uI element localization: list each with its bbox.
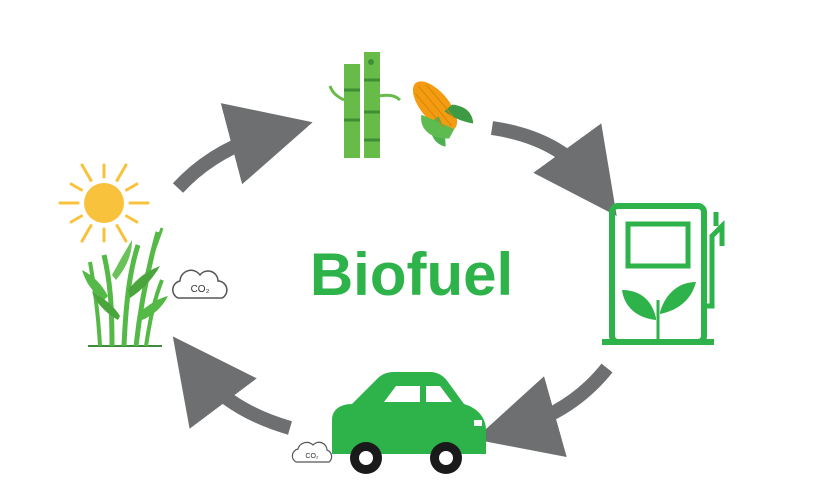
sun-ray — [80, 224, 93, 243]
corn-icon — [412, 81, 474, 147]
sun-icon — [58, 163, 150, 243]
co2-cloud-icon: CO₂ — [172, 269, 228, 299]
car-icon — [332, 372, 486, 474]
arrow-pump-to-car — [474, 363, 613, 458]
sun-ray — [69, 182, 83, 192]
arrow-plants-to-crops — [172, 103, 313, 193]
fuel-pump-icon — [602, 203, 725, 345]
leaf-left-icon — [622, 290, 656, 320]
arrow-car-to-plants — [172, 336, 292, 435]
growing-plants-icon — [82, 227, 168, 347]
cycle-arrows — [172, 103, 617, 458]
arrow-crops-to-pump — [490, 121, 617, 216]
sun-ray — [115, 163, 128, 182]
leaf-right-icon — [660, 282, 696, 314]
sun-ray — [115, 224, 128, 243]
sun-ray — [80, 163, 93, 182]
co2-exhaust-label: CO₂ — [305, 453, 319, 460]
sun-ray — [69, 214, 83, 224]
title-biofuel: Biofuel — [309, 241, 514, 308]
sun-ray — [125, 182, 139, 192]
co2-label: CO₂ — [191, 284, 210, 295]
co2-exhaust-cloud-icon: CO₂ — [291, 441, 333, 463]
sugarcane-icon — [328, 52, 402, 158]
sun-ray — [125, 214, 139, 224]
